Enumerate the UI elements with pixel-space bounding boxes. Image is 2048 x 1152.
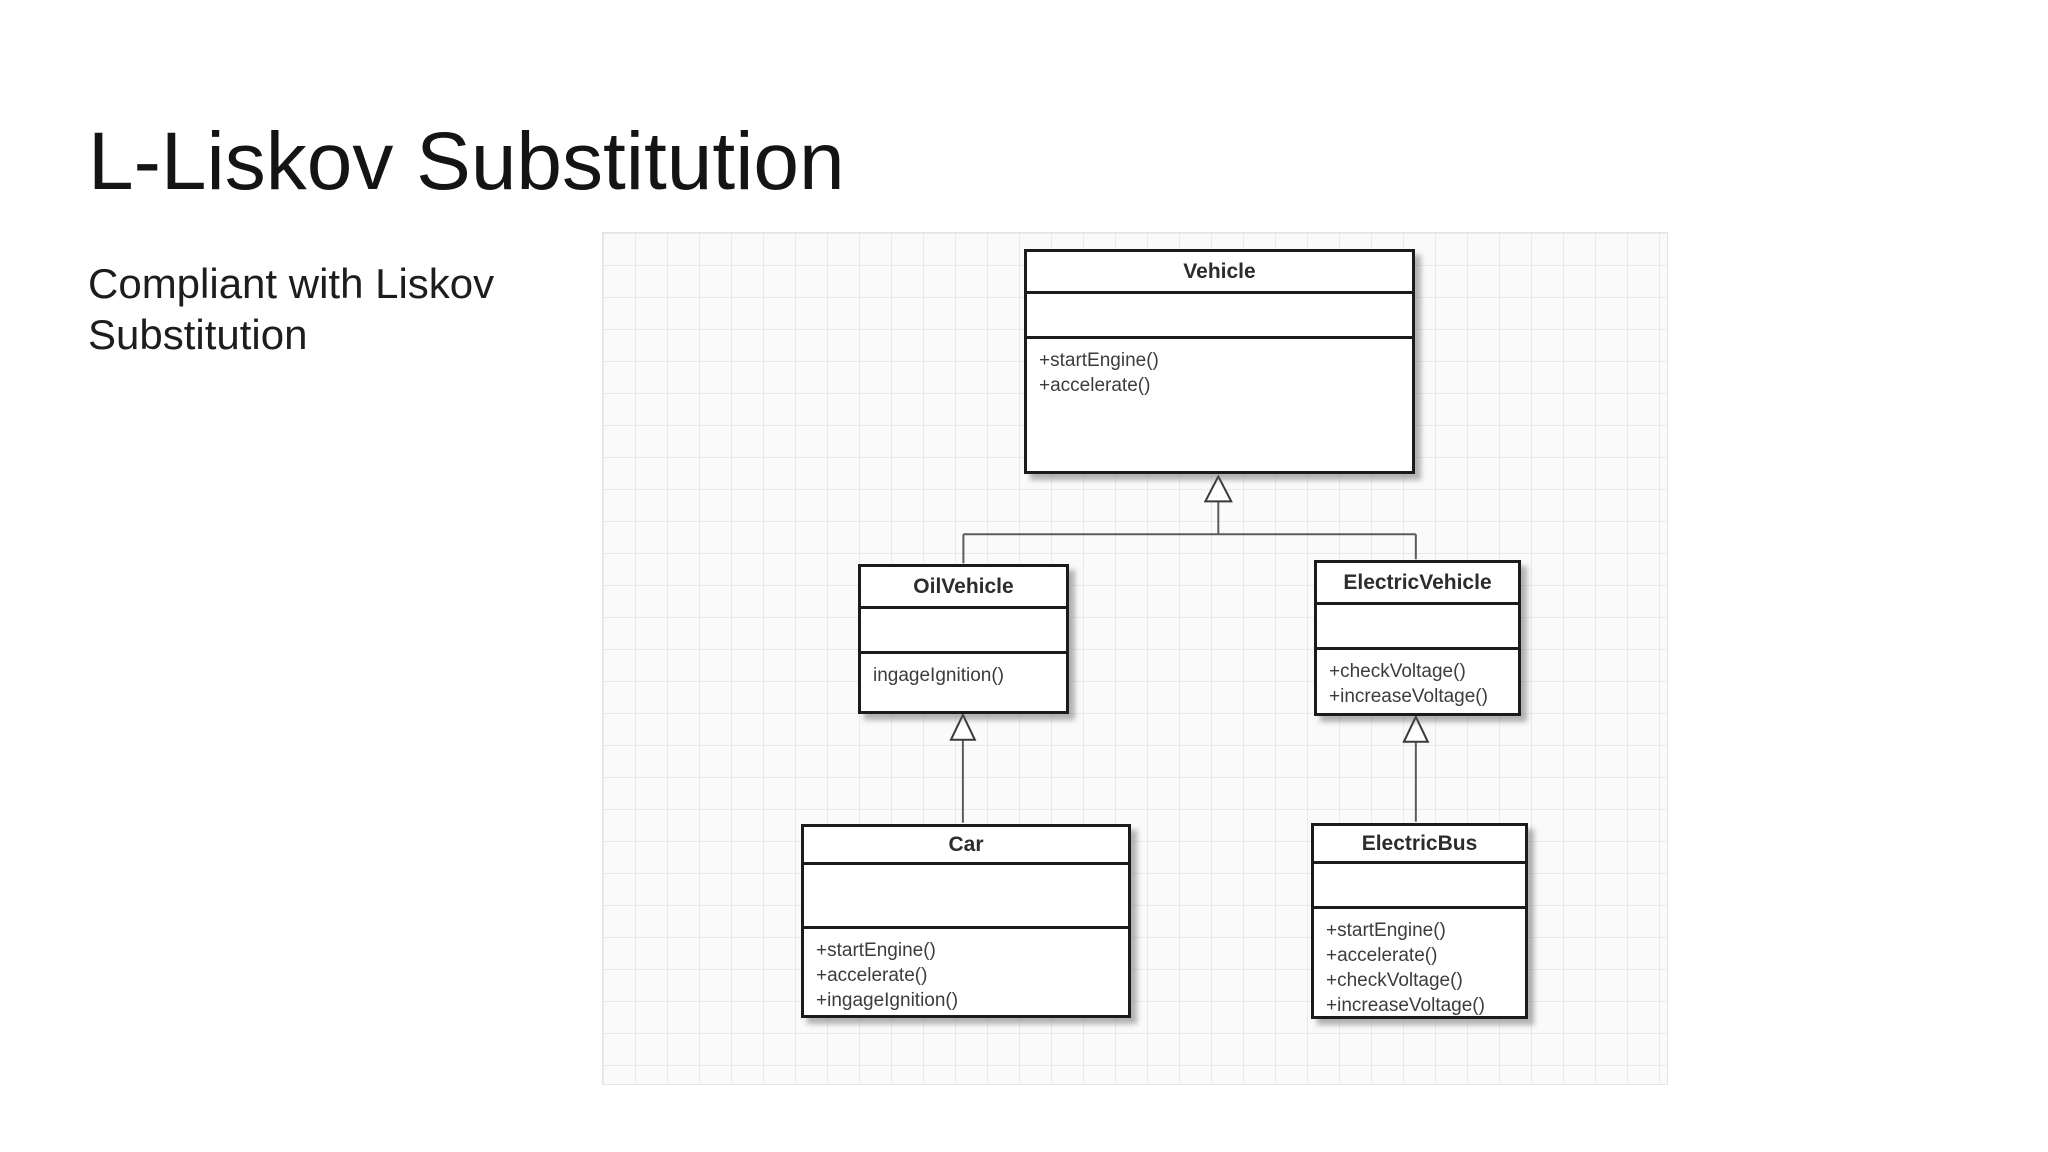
uml-class-diagram: Vehicle +startEngine() +accelerate() Oil…	[602, 232, 1668, 1085]
uml-attributes-compartment	[1027, 294, 1412, 339]
uml-class-name: Vehicle	[1027, 252, 1412, 294]
inheritance-arrow-electricvehicle	[1402, 714, 1430, 743]
uml-attributes-compartment	[1317, 605, 1518, 650]
page-title: L-Liskov Substitution	[88, 116, 845, 207]
uml-methods-compartment: ingageIgnition()	[873, 665, 1004, 686]
uml-class-oilvehicle: OilVehicle ingageIgnition()	[858, 564, 1069, 714]
uml-class-car: Car +startEngine() +accelerate() +ingage…	[801, 824, 1131, 1018]
uml-methods-compartment: +startEngine() +accelerate() +ingageIgni…	[816, 940, 959, 1012]
uml-attributes-compartment	[861, 609, 1066, 654]
inheritance-arrow-oilvehicle	[949, 712, 977, 741]
uml-methods-compartment: +checkVoltage() +increaseVoltage()	[1329, 661, 1488, 708]
uml-class-electricbus: ElectricBus +startEngine() +accelerate()…	[1311, 823, 1528, 1019]
uml-class-name: ElectricBus	[1314, 826, 1525, 864]
uml-methods-compartment: +startEngine() +accelerate() +checkVolta…	[1326, 920, 1485, 1017]
uml-class-name: ElectricVehicle	[1317, 563, 1518, 605]
inheritance-connectors	[949, 474, 1430, 823]
slide-subtitle: Compliant with Liskov Substitution	[88, 260, 495, 359]
inheritance-arrow-vehicle	[1203, 474, 1233, 503]
uml-class-vehicle: Vehicle +startEngine() +accelerate()	[1024, 249, 1415, 474]
uml-class-name: OilVehicle	[861, 567, 1066, 609]
uml-attributes-compartment	[1314, 864, 1525, 909]
uml-class-name: Car	[804, 827, 1128, 865]
connector-to-vehicle	[962, 501, 1417, 564]
uml-class-electricvehicle: ElectricVehicle +checkVoltage() +increas…	[1314, 560, 1521, 716]
uml-attributes-compartment	[804, 865, 1128, 929]
uml-methods-compartment: +startEngine() +accelerate()	[1039, 350, 1159, 397]
